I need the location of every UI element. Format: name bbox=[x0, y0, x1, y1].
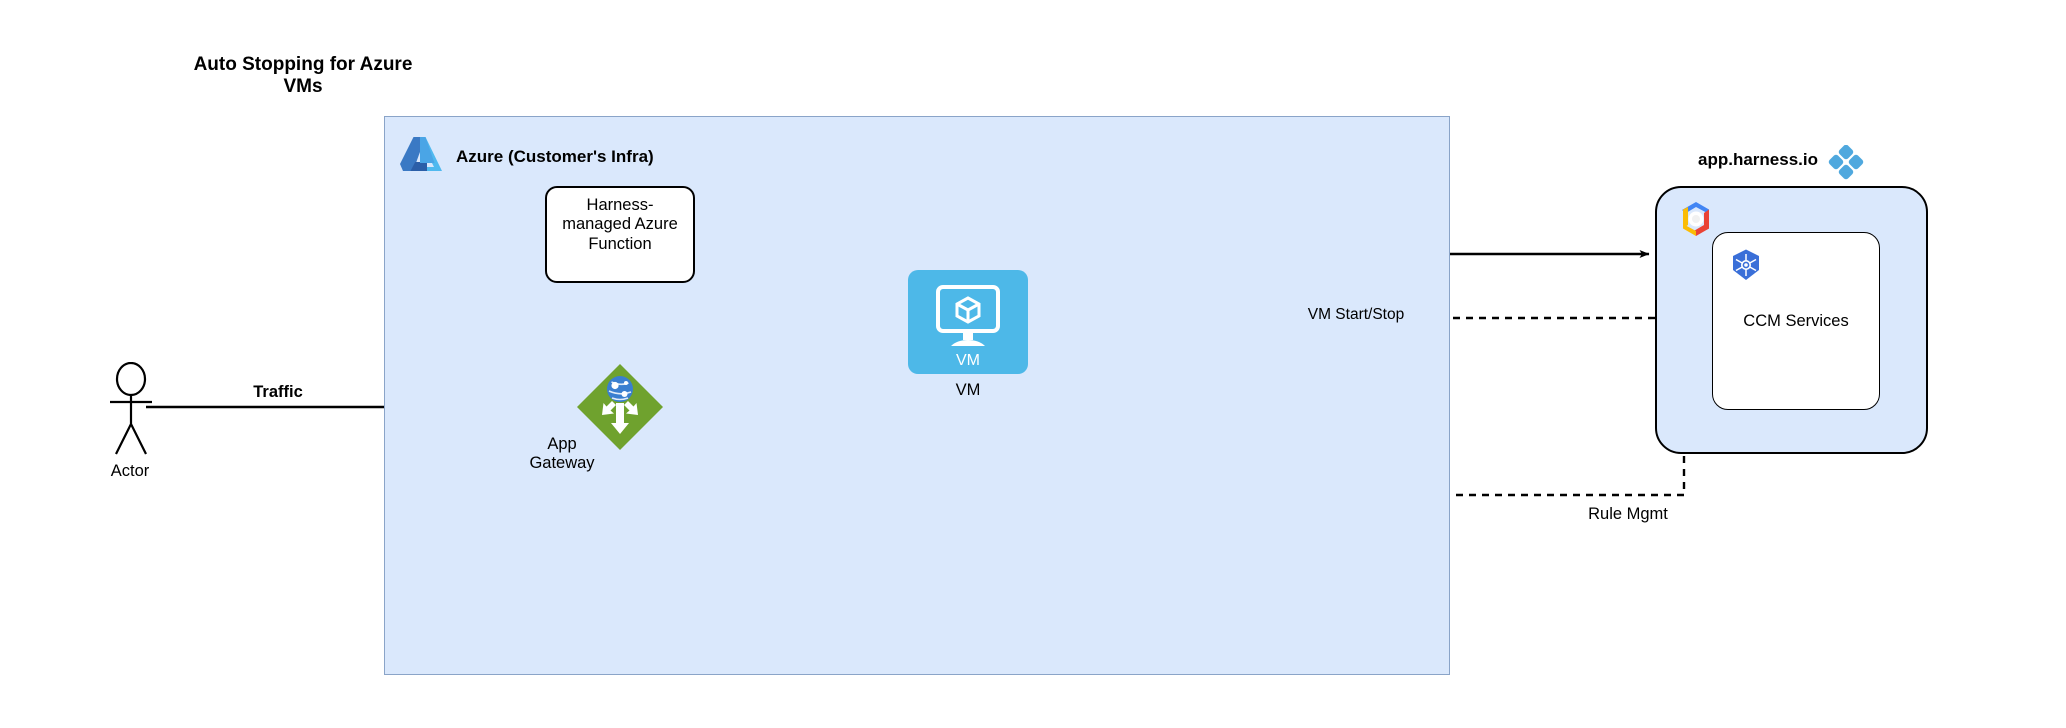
azure-function-label: Harness- managed Azure Function bbox=[562, 196, 678, 253]
page-title: Auto Stopping for Azure VMs bbox=[193, 54, 413, 98]
vm-label: VM bbox=[955, 381, 981, 399]
svg-text:VM: VM bbox=[956, 352, 980, 369]
ccm-services-label: CCM Services bbox=[1743, 312, 1849, 330]
harness-title: app.harness.io bbox=[1698, 150, 1818, 169]
app-gateway-label: App Gateway bbox=[529, 435, 595, 473]
traffic-edge-label: Traffic bbox=[253, 383, 303, 401]
azure-container-title: Azure (Customer's Infra) bbox=[456, 147, 654, 166]
azure-virtual-machine-icon[interactable]: VM bbox=[908, 270, 1028, 374]
rule-mgmt-edge-label: Rule Mgmt bbox=[1573, 505, 1683, 525]
azure-function-node[interactable] bbox=[545, 186, 695, 283]
kubernetes-logo-icon bbox=[1729, 248, 1763, 282]
azure-application-gateway-icon[interactable] bbox=[576, 363, 664, 451]
vm-start-stop-edge-label: VM Start/Stop bbox=[1292, 306, 1420, 325]
harness-logo-icon bbox=[1827, 144, 1865, 183]
gcp-logo-icon bbox=[1676, 199, 1716, 239]
azure-logo-icon bbox=[398, 131, 444, 177]
actor-label: Actor bbox=[110, 462, 150, 480]
actor-stick-figure-icon bbox=[100, 361, 162, 460]
